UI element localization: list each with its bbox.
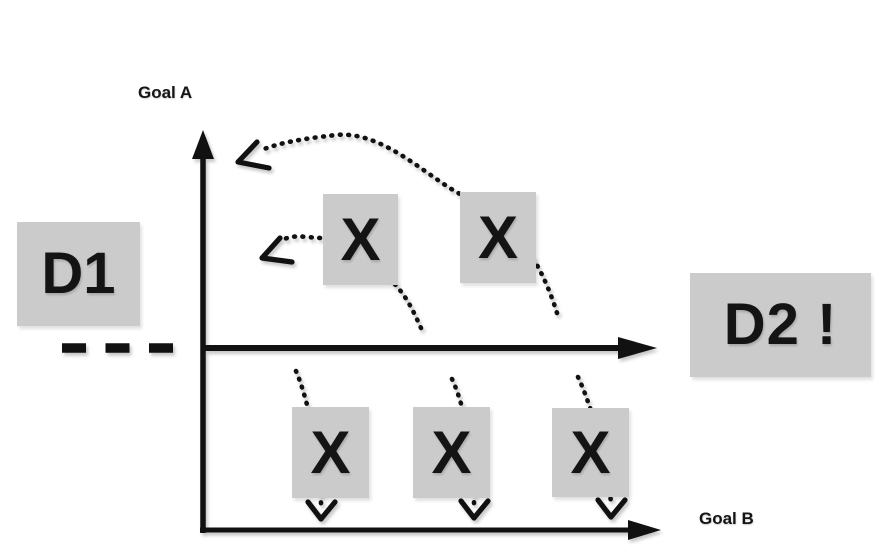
y-axis <box>192 130 214 533</box>
x-axis <box>200 520 661 540</box>
y-axis-label: Goal A <box>138 83 193 102</box>
dotted-arrowhead-icon <box>305 499 338 522</box>
dotted-arrowhead-icon <box>235 139 272 171</box>
right-arrowhead-icon <box>628 520 661 540</box>
dotted-arrowhead-icon <box>595 497 628 520</box>
d1-label: D1 <box>41 241 116 306</box>
obstacle-x-box-upper-2: X <box>460 192 536 283</box>
up-arrowhead-icon <box>192 130 214 159</box>
obstacle-x-label: X <box>477 203 519 271</box>
obstacle-x-box-lower-2: X <box>413 407 490 498</box>
obstacle-x-label: X <box>570 418 611 486</box>
obstacle-x-box-upper-1: X <box>323 194 398 285</box>
right-arrowhead-icon <box>618 337 657 359</box>
dotted-arrowhead-icon <box>458 498 491 521</box>
x-axis-label: Goal B <box>699 509 754 528</box>
dotted-curve-arrow-small <box>259 234 424 331</box>
d2-label: D2 ! <box>723 292 838 357</box>
obstacle-x-label: X <box>431 418 472 486</box>
dotted-arrowhead-icon <box>259 235 295 265</box>
obstacle-x-box-lower-1: X <box>292 407 369 498</box>
d1-box: D1 <box>17 222 140 326</box>
obstacle-x-label: X <box>310 418 351 486</box>
obstacle-x-label: X <box>340 205 381 273</box>
d2-box: D2 ! <box>690 273 871 377</box>
d2-direction-axis <box>203 337 657 359</box>
obstacle-x-box-lower-3: X <box>552 408 629 497</box>
